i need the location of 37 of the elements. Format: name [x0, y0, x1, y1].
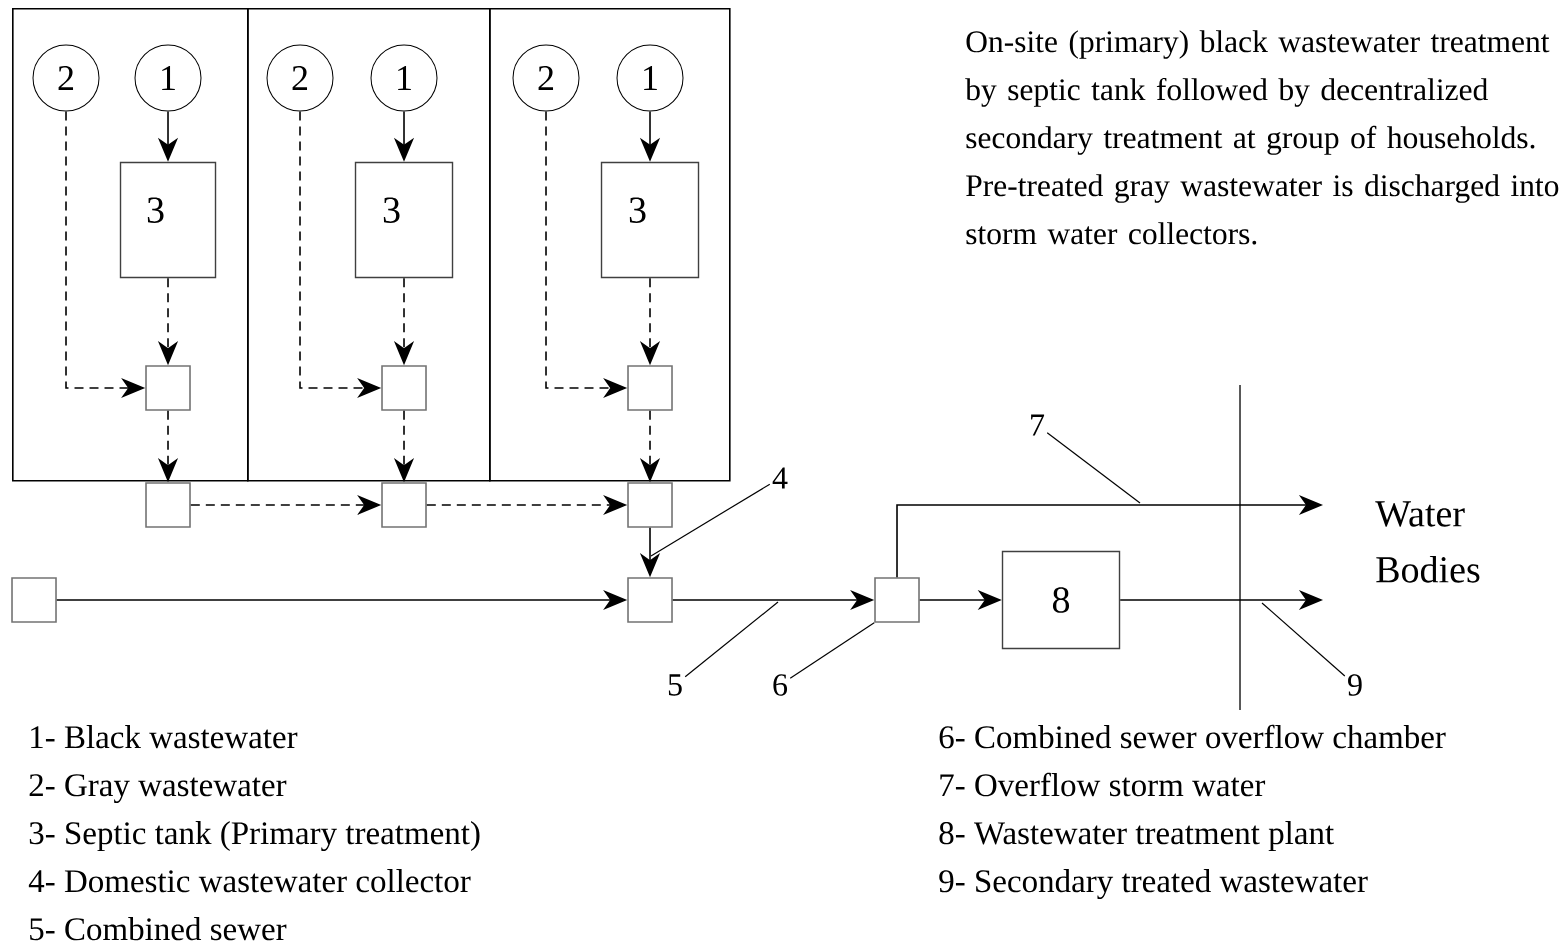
legend-item: 3- Septic tank (Primary treatment) [29, 821, 480, 852]
treatment-plant-box: 8 [1001, 550, 1121, 650]
callout-number: 4 [772, 467, 788, 489]
legend-item: 4- Domestic wastewater collector [28, 869, 471, 893]
chamber-box [874, 577, 920, 623]
chamber-box [11, 577, 57, 623]
legend-item: 9- Secondary treated wastewater [939, 869, 1368, 900]
septic-tank-box: 3 [119, 161, 217, 279]
household-panel [12, 8, 249, 482]
legend-item: 5- Combined sewer [30, 917, 287, 941]
callout-number: 5 [668, 674, 682, 696]
legend-item: 8- Wastewater treatment plant [939, 821, 1334, 851]
leader-line [684, 601, 779, 678]
description-text: On-site (primary) black wastewater treatment by septic tank followed by decentralized secondary treatment at group of households. Pre-treated gray wastewater is discharged into storm water collectors. [965, 30, 1559, 245]
callout-number: 6 [773, 674, 788, 696]
callout-number: 9 [1348, 674, 1362, 696]
leader-line [789, 622, 875, 679]
chamber-box [627, 577, 673, 623]
legend-item: 7- Overflow storm water [940, 772, 1266, 797]
leader-line [650, 483, 771, 557]
chamber-box [627, 482, 673, 528]
septic-tank-box: 3 [354, 161, 454, 279]
callout-number: 7 [1031, 414, 1045, 436]
chamber-box [627, 365, 673, 411]
legend-item: 2- Gray wastewater [29, 774, 287, 804]
household-panel [489, 8, 731, 482]
septic-tank-box: 3 [600, 161, 700, 279]
legend-item: 1- Black wastewater [31, 725, 298, 749]
legend-item: 6- Combined sewer overflow chamber [939, 724, 1446, 749]
chamber-box [145, 365, 191, 411]
chamber-box [381, 365, 427, 411]
outlet-label: Water Bodies [1375, 501, 1480, 583]
chamber-box [381, 482, 427, 528]
leader-line [1046, 432, 1141, 504]
leader-line [1261, 602, 1346, 677]
household-panel [247, 8, 491, 482]
chamber-box [145, 482, 191, 528]
